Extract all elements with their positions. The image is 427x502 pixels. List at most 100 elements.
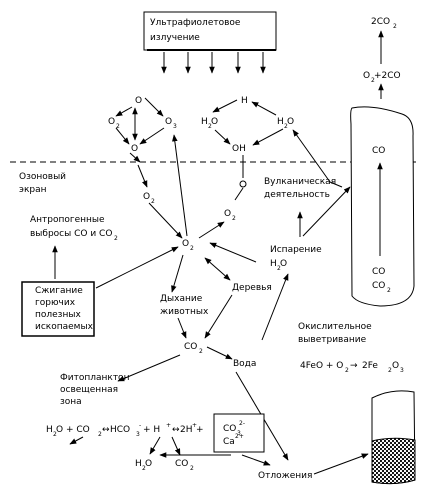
svg-text:2H: 2H [180, 425, 193, 435]
ozone-screen-label-1: Озоновый [19, 172, 66, 182]
combustion-1: Сжигание [35, 286, 83, 296]
svg-text:O: O [280, 259, 287, 269]
o3-right: O [165, 117, 172, 127]
svg-text:+2CO: +2CO [374, 71, 401, 81]
feo-equation: 4FeO + O [300, 361, 343, 371]
two-co2: 2CO [371, 17, 390, 27]
bottom-co2: CO [175, 459, 188, 469]
carbonate-equation: H 2 O + CO 2 ↔ HCO - 3 + H + ↔ 2H + + [46, 422, 204, 438]
svg-text:HCO: HCO [110, 425, 130, 435]
phyto-1: Фитопланктон [60, 373, 130, 383]
svg-text:2: 2 [232, 215, 236, 222]
svg-text:2: 2 [116, 123, 120, 130]
o2-left-top: O [108, 117, 115, 127]
o2-upper-right: O [224, 209, 231, 219]
h-atom: H [241, 96, 248, 106]
svg-text:2: 2 [142, 465, 146, 472]
svg-text:-: - [139, 422, 141, 429]
svg-text:2: 2 [190, 245, 194, 252]
co-co2-2: CO [372, 281, 385, 291]
uv-label-2: излучение [150, 33, 200, 43]
svg-text:2: 2 [151, 198, 155, 205]
ozone-cycle: O O 2 O 3 O O 2 [108, 96, 183, 239]
oxidative-1: Окислительное [298, 322, 372, 332]
anthropogenic-label-2: выбросы СО и СО [30, 229, 112, 239]
bottom-h2o: H [135, 459, 142, 469]
volcanic-2: деятельность [264, 190, 330, 200]
svg-text:↔: ↔ [102, 425, 110, 435]
ca-box: CO 3 2- Ca 2+ [213, 413, 265, 453]
svg-text:+ H: + H [143, 425, 160, 435]
co-label: CO [372, 146, 385, 156]
sediment-column [371, 390, 416, 485]
co-co2-1: CO [372, 267, 385, 277]
svg-text:2: 2 [345, 367, 349, 374]
combustion-4: ископаемых [35, 322, 94, 332]
o-mid: O [131, 144, 138, 154]
oh-group: OH [232, 144, 246, 154]
svg-text:+: + [196, 425, 204, 435]
water-label: Вода [233, 359, 256, 369]
deposits-label: Отложения [258, 471, 312, 481]
svg-text:→: → [350, 361, 358, 371]
svg-text:2: 2 [208, 123, 212, 130]
co-reservoir: CO CO CO 2 [350, 106, 415, 307]
svg-text:3: 3 [237, 430, 241, 437]
ozone-screen-label-2: экран [19, 185, 47, 195]
svg-text:O: O [145, 459, 152, 469]
uv-label-1: Ультрафиолетовое [150, 18, 241, 28]
svg-text:H: H [46, 425, 53, 435]
svg-text:+: + [166, 422, 171, 429]
svg-text:O: O [392, 361, 399, 371]
svg-text:2: 2 [190, 465, 194, 472]
svg-text:2: 2 [284, 123, 288, 130]
oxidative-2: выветривание [298, 335, 367, 345]
co2-center: CO [184, 342, 197, 352]
o2-mid: O [143, 192, 150, 202]
combustion-2: горючих [35, 298, 76, 308]
respiration-2: животных [160, 307, 209, 317]
o-top: O [135, 96, 142, 106]
anthropogenic-label-1: Антропогенные [30, 215, 105, 225]
svg-text:O: O [287, 117, 294, 127]
svg-text:2: 2 [199, 348, 203, 355]
svg-text:2Fe: 2Fe [362, 361, 378, 371]
svg-text:2: 2 [114, 235, 118, 242]
h2o-left: H [201, 117, 208, 127]
phyto-3: зона [60, 397, 82, 407]
combustion-3: полезных [35, 310, 81, 320]
evaporation-label: Испарение [270, 245, 322, 255]
evaporation-h2o: H [270, 259, 277, 269]
svg-text:O + CO: O + CO [56, 425, 90, 435]
svg-text:↔: ↔ [172, 425, 180, 435]
uv-rays [161, 52, 266, 74]
respiration-1: Дыхание [160, 294, 203, 304]
trees-label: Деревья [232, 283, 272, 293]
svg-text:3: 3 [136, 431, 140, 438]
svg-text:2: 2 [98, 431, 102, 438]
o2-center: O [182, 239, 189, 249]
svg-text:CO: CO [223, 424, 236, 434]
combustion-box: Сжигание горючих полезных ископаемых [21, 281, 95, 337]
svg-text:Ca: Ca [223, 437, 235, 447]
svg-text:2: 2 [371, 77, 375, 84]
volcanic-1: Вулканическая [264, 177, 336, 187]
svg-text:2-: 2- [239, 420, 245, 427]
svg-text:+: + [192, 422, 197, 429]
o2-2co: O [363, 71, 370, 81]
uv-radiation-box: Ультрафиолетовое излучение [143, 11, 277, 51]
water-cycle-upper: H H 2 O H 2 O OH [201, 96, 294, 201]
h2o-right: H [277, 117, 284, 127]
svg-text:3: 3 [400, 367, 404, 374]
svg-text:2: 2 [393, 23, 397, 30]
svg-text:2: 2 [53, 431, 57, 438]
svg-text:2: 2 [388, 367, 392, 374]
svg-text:3: 3 [173, 123, 177, 130]
svg-text:O: O [211, 117, 218, 127]
phyto-2: освещенная [60, 385, 118, 395]
svg-text:2+: 2+ [235, 433, 244, 440]
svg-text:2: 2 [387, 287, 391, 294]
svg-text:2: 2 [277, 265, 281, 272]
